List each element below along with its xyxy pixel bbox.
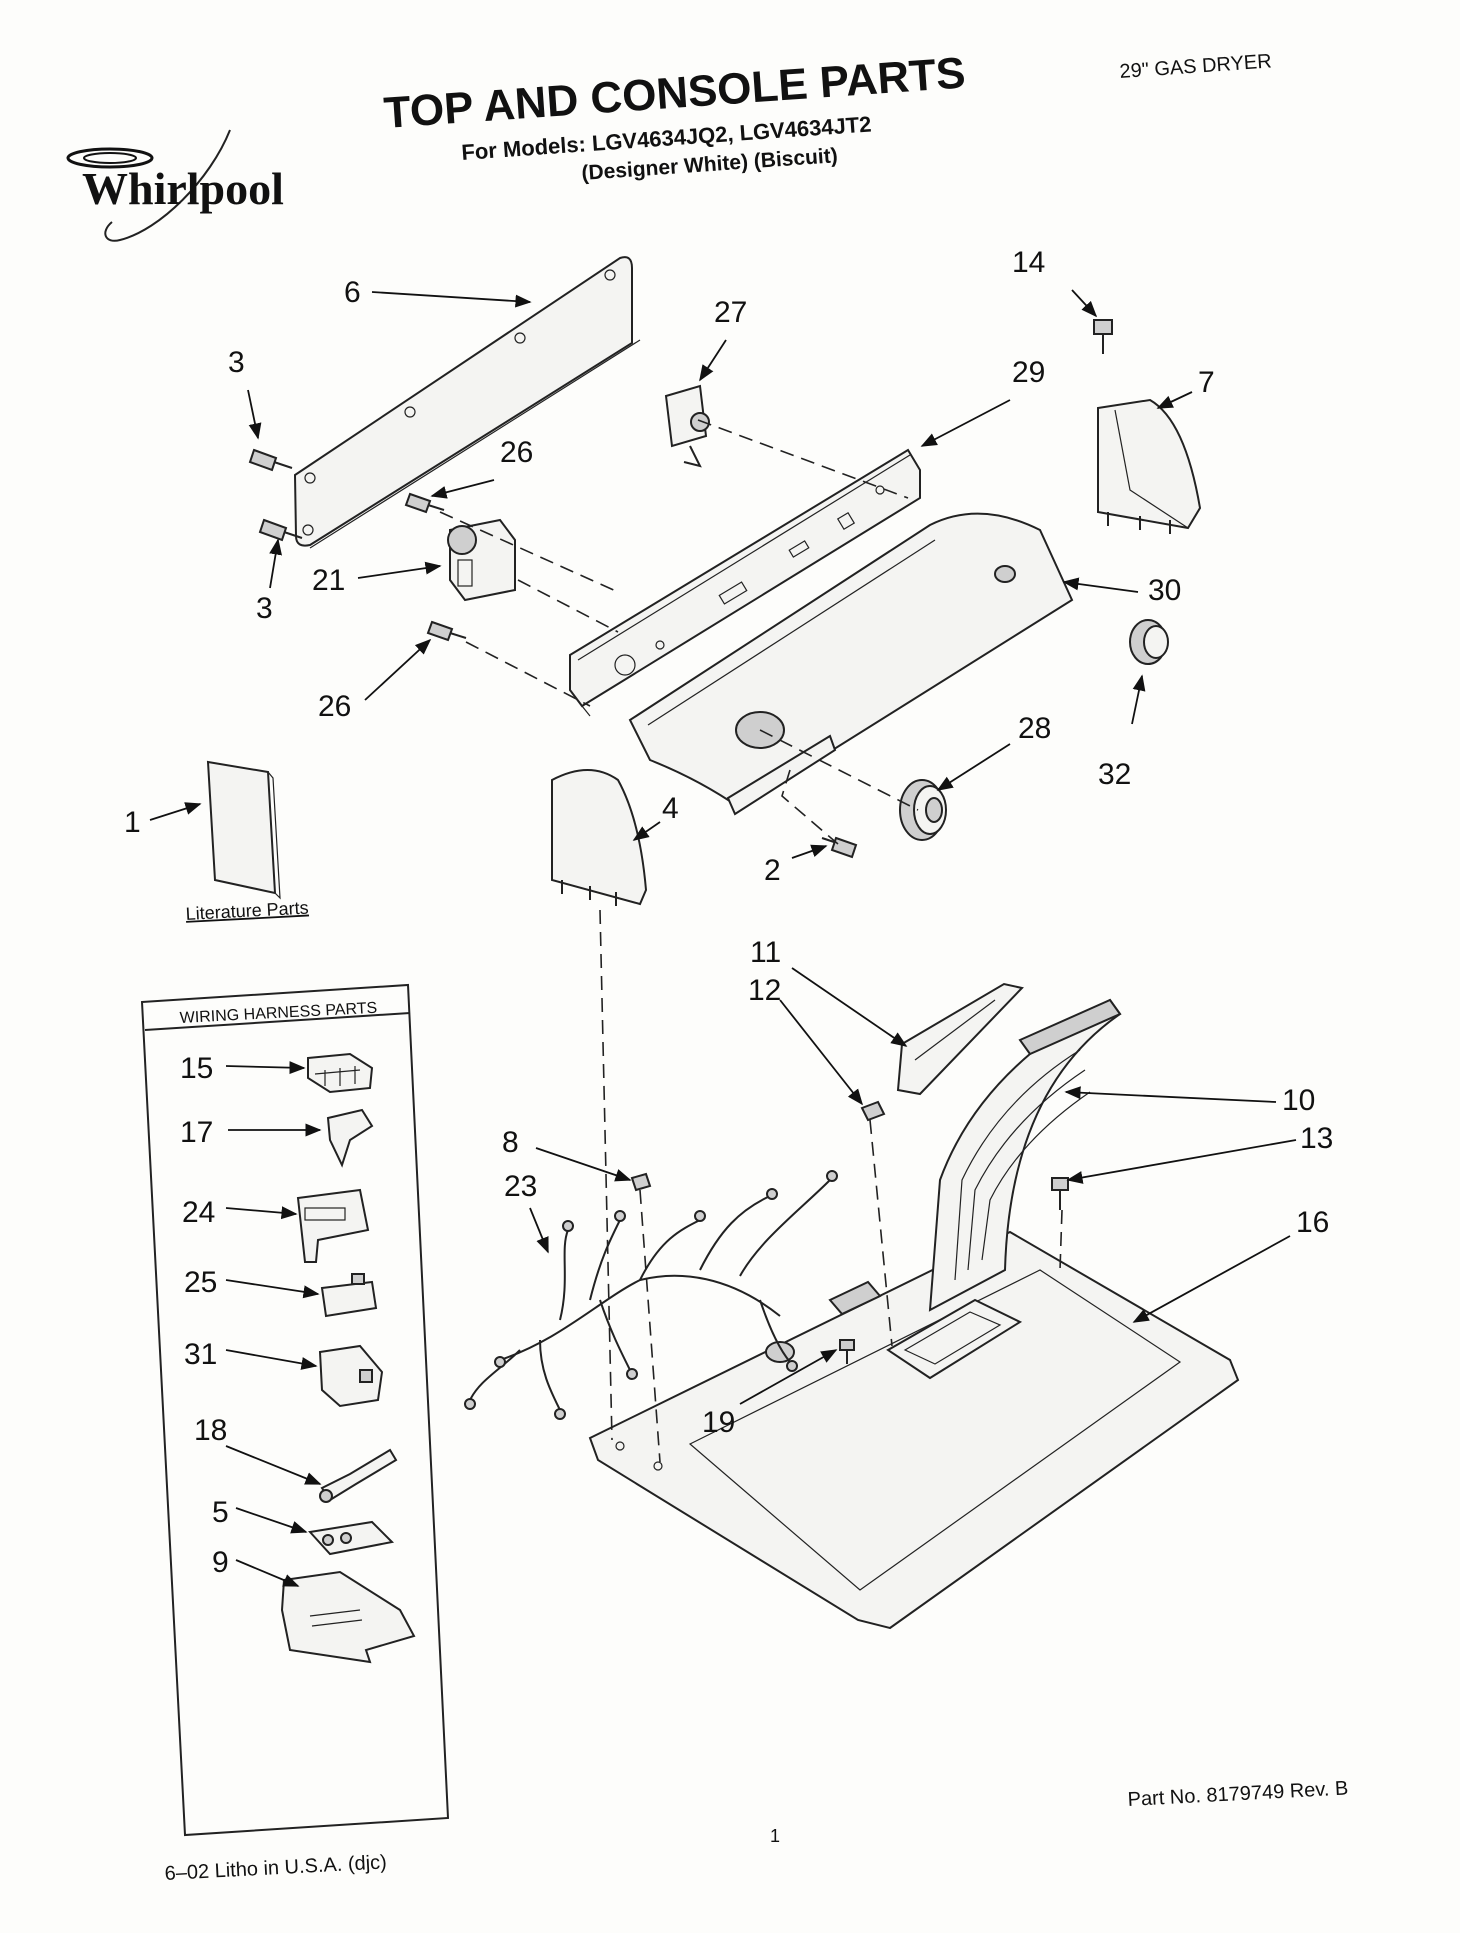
screw-2 bbox=[821, 836, 858, 859]
screw-13 bbox=[1051, 1177, 1069, 1210]
connector-17 bbox=[326, 1108, 374, 1168]
callout-3-lower: 3 bbox=[256, 592, 273, 625]
callout-29: 29 bbox=[1012, 356, 1045, 389]
callout-23: 23 bbox=[504, 1170, 537, 1203]
screw-3-upper bbox=[248, 448, 293, 472]
callout-15: 15 bbox=[180, 1052, 213, 1085]
fastener-19 bbox=[839, 1339, 855, 1364]
brand-wordmark: Whirlpool bbox=[82, 163, 284, 214]
connector-31 bbox=[318, 1344, 384, 1408]
left-end-cap bbox=[551, 769, 648, 906]
callout-7: 7 bbox=[1198, 366, 1215, 399]
connector-24 bbox=[296, 1188, 370, 1263]
clip-12 bbox=[860, 1100, 886, 1122]
callout-1: 1 bbox=[124, 806, 141, 839]
literature-label: Literature Parts bbox=[185, 898, 309, 924]
console-backsplash bbox=[628, 512, 1074, 816]
callout-9: 9 bbox=[212, 1546, 229, 1579]
connector-25 bbox=[320, 1273, 378, 1318]
screw-26-upper bbox=[404, 492, 445, 514]
callout-12: 12 bbox=[748, 974, 781, 1007]
connector-15 bbox=[307, 1052, 374, 1094]
callout-18: 18 bbox=[194, 1414, 227, 1447]
callout-16: 16 bbox=[1296, 1206, 1329, 1239]
page-number: 1 bbox=[770, 1826, 780, 1846]
wiring-harness-box bbox=[140, 983, 450, 1837]
callout-25: 25 bbox=[184, 1266, 217, 1299]
terminal-18 bbox=[319, 1448, 398, 1503]
assembly-guide-lines bbox=[439, 419, 1063, 1463]
callout-26-upper: 26 bbox=[500, 436, 533, 469]
clip-8 bbox=[630, 1172, 652, 1192]
callout-4: 4 bbox=[662, 792, 679, 825]
callout-labels: 6 3 3 26 21 26 27 29 14 7 30 28 32 4 2 1… bbox=[124, 246, 1333, 1579]
connector-block-9 bbox=[280, 1570, 416, 1664]
screw-3-lower bbox=[258, 518, 303, 542]
main-wiring-harness bbox=[464, 1170, 838, 1420]
callout-27: 27 bbox=[714, 296, 747, 329]
part-number: Part No. 8179749 Rev. B bbox=[1127, 1777, 1349, 1811]
callout-30: 30 bbox=[1148, 574, 1181, 607]
start-knob bbox=[1129, 619, 1169, 665]
callout-17: 17 bbox=[180, 1116, 213, 1149]
dryer-top bbox=[588, 1230, 1240, 1630]
callout-2: 2 bbox=[764, 854, 781, 887]
lint-screen bbox=[928, 998, 1122, 1312]
whirlpool-logo: Whirlpool bbox=[66, 129, 284, 242]
rear-console-panel bbox=[293, 256, 641, 549]
callout-21: 21 bbox=[312, 564, 345, 597]
connector-5 bbox=[308, 1520, 395, 1556]
callout-14: 14 bbox=[1012, 246, 1045, 279]
callout-10: 10 bbox=[1282, 1084, 1315, 1117]
right-end-cap bbox=[1097, 398, 1202, 534]
litho-note: 6–02 Litho in U.S.A. (djc) bbox=[164, 1851, 387, 1885]
callout-11: 11 bbox=[750, 936, 781, 969]
callout-26-lower: 26 bbox=[318, 690, 351, 723]
callout-24: 24 bbox=[182, 1196, 215, 1229]
callout-28: 28 bbox=[1018, 712, 1051, 745]
control-panel bbox=[569, 448, 921, 717]
callout-13: 13 bbox=[1300, 1122, 1333, 1155]
product-type: 29" GAS DRYER bbox=[1119, 50, 1273, 83]
harness-box-title: WIRING HARNESS PARTS bbox=[179, 1000, 377, 1027]
callout-19: 19 bbox=[702, 1406, 735, 1439]
callout-31: 31 bbox=[184, 1338, 217, 1371]
screw-14 bbox=[1093, 319, 1113, 354]
callout-5: 5 bbox=[212, 1496, 229, 1529]
leader-arrows bbox=[149, 289, 1297, 1587]
timer-switch bbox=[447, 518, 516, 602]
callout-8: 8 bbox=[502, 1126, 519, 1159]
callout-32: 32 bbox=[1098, 758, 1131, 791]
start-switch bbox=[664, 384, 710, 468]
lint-screen-housing bbox=[896, 982, 1024, 1096]
callout-3-upper: 3 bbox=[228, 346, 245, 379]
callout-6: 6 bbox=[344, 276, 361, 309]
screw-26-lower bbox=[426, 620, 467, 642]
literature-booklet bbox=[206, 760, 281, 900]
logo-swirl-icon bbox=[66, 147, 154, 169]
timer-knob bbox=[899, 779, 947, 841]
